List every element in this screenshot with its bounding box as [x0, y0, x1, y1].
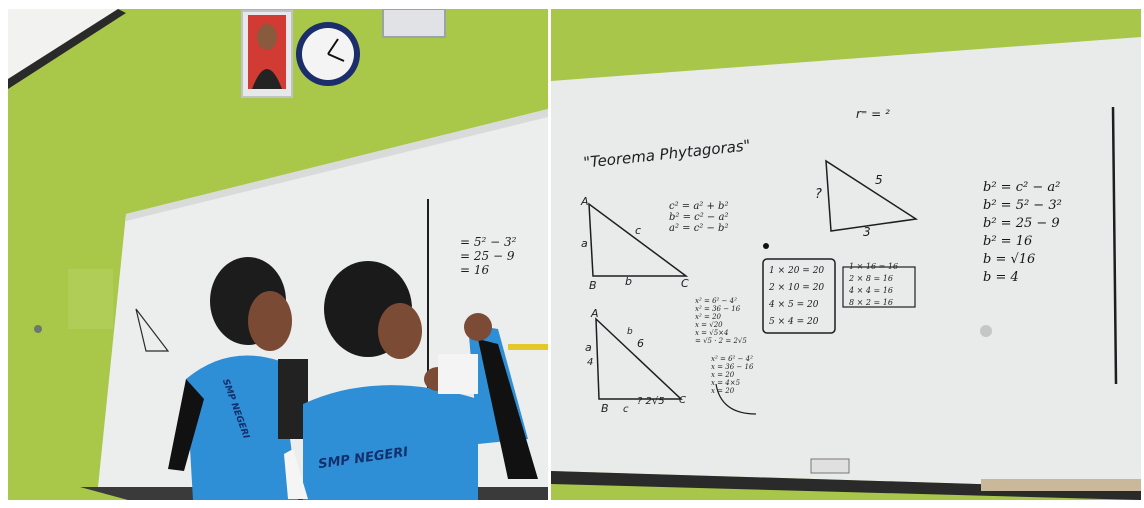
- work-step-1: x² = 6² − 4² x² = 36 − 16 x² = 20 x = √2…: [695, 297, 747, 345]
- left-scene: [8, 9, 548, 500]
- tri1-label-B: B: [589, 279, 597, 292]
- board-line-3: = 16: [460, 263, 490, 277]
- box1-line-4: 5 × 4 = 20: [769, 317, 819, 327]
- box2-line-2: 2 × 8 = 16: [849, 274, 893, 283]
- work2-line-3: x = 20: [711, 371, 735, 379]
- board-line-2: = 25 − 9: [460, 249, 515, 263]
- tri1-label-c: c: [635, 224, 642, 237]
- formula-1: c² = a² + b²: [669, 201, 729, 212]
- work-step-3: b² = c² − a² b² = 5² − 3² b² = 25 − 9 b²…: [983, 179, 1062, 287]
- box1-line-2: 2 × 10 = 20: [769, 283, 825, 293]
- work3-line-2: b² = 5² − 3²: [983, 198, 1062, 213]
- work1-line-3: x² = 20: [695, 313, 721, 321]
- tri2-label-a: a: [585, 341, 592, 354]
- tri1-label-C: C: [681, 277, 689, 290]
- tri1-label-b: b: [625, 275, 632, 288]
- work1-line-4: x = √20: [695, 321, 723, 329]
- box2-line-1: 1 × 16 = 16: [849, 262, 899, 271]
- tri2-label-A: A: [591, 307, 599, 320]
- work1-line-6: = √5 · 2 = 2√5: [695, 337, 747, 345]
- work1-line-5: x = √5×4: [695, 329, 729, 337]
- box2-line-4: 8 × 2 = 16: [849, 298, 893, 307]
- student-right: [303, 261, 538, 500]
- student-left: [168, 257, 308, 500]
- formula-3: a² = c² − b²: [669, 223, 729, 234]
- tri3-label-5: 5: [875, 173, 883, 187]
- work1-line-2: x² = 36 − 16: [695, 305, 741, 313]
- portrait-frame: [241, 10, 293, 98]
- left-board-work: = 5² − 3² = 25 − 9 = 16: [460, 235, 516, 277]
- factor-box-20: 1 × 20 = 20 2 × 10 = 20 4 × 5 = 20 5 × 4…: [769, 263, 824, 331]
- tri2-label-C: C: [679, 395, 686, 406]
- tri2-label-c: c: [623, 404, 629, 415]
- tri2-label-6: 6: [637, 337, 644, 350]
- tri3-label-question: ?: [815, 187, 822, 202]
- formula-2: b² = c² − a²: [669, 212, 729, 223]
- box1-line-3: 4 × 5 = 20: [769, 300, 819, 310]
- work2-line-2: x = 36 − 16: [711, 363, 754, 371]
- factor-box-16: 1 × 16 = 16 2 × 8 = 16 4 × 4 = 16 8 × 2 …: [849, 261, 898, 309]
- work3-line-3: b² = 25 − 9: [983, 216, 1060, 231]
- tri2-label-b: b: [627, 327, 633, 337]
- whiteboard-closeup: [551, 37, 1141, 489]
- work3-line-4: b² = 16: [983, 234, 1033, 249]
- box2-line-3: 4 × 4 = 16: [849, 286, 893, 295]
- pythagoras-formulas: c² = a² + b² b² = c² − a² a² = c² − b²: [669, 201, 728, 234]
- right-scene: [551, 9, 1141, 500]
- tri2-label-4: 4: [587, 357, 594, 368]
- work2-line-1: x² = 6² − 4²: [711, 355, 753, 363]
- tri1-label-A: A: [581, 195, 589, 208]
- work2-line-5: x = 20: [711, 387, 735, 395]
- work2-line-4: x = 4×5: [711, 379, 741, 387]
- clock: [296, 22, 360, 86]
- work1-line-1: x² = 6² − 4²: [695, 297, 737, 305]
- right-photo: "Teorema Phytagoras" r⁼ = ² A a B b c C …: [551, 9, 1141, 500]
- work3-line-1: b² = c² − a²: [983, 180, 1061, 195]
- board-small-mark: r⁼ = ²: [856, 107, 890, 121]
- tri2-label-B: B: [601, 402, 609, 415]
- left-photo: = 5² − 3² = 25 − 9 = 16 SMP NEGERI SMP N…: [8, 9, 548, 500]
- box1-line-1: 1 × 20 = 20: [769, 266, 825, 276]
- work3-line-6: b = 4: [983, 270, 1019, 285]
- work-step-2: x² = 6² − 4² x = 36 − 16 x = 20 x = 4×5 …: [711, 355, 753, 395]
- tri1-label-a: a: [581, 237, 588, 250]
- tri3-label-3: 3: [863, 225, 871, 239]
- board-line-1: = 5² − 3²: [460, 235, 517, 249]
- tri2-label-question: ? 2√5: [637, 396, 665, 407]
- work3-line-5: b = √16: [983, 252, 1036, 267]
